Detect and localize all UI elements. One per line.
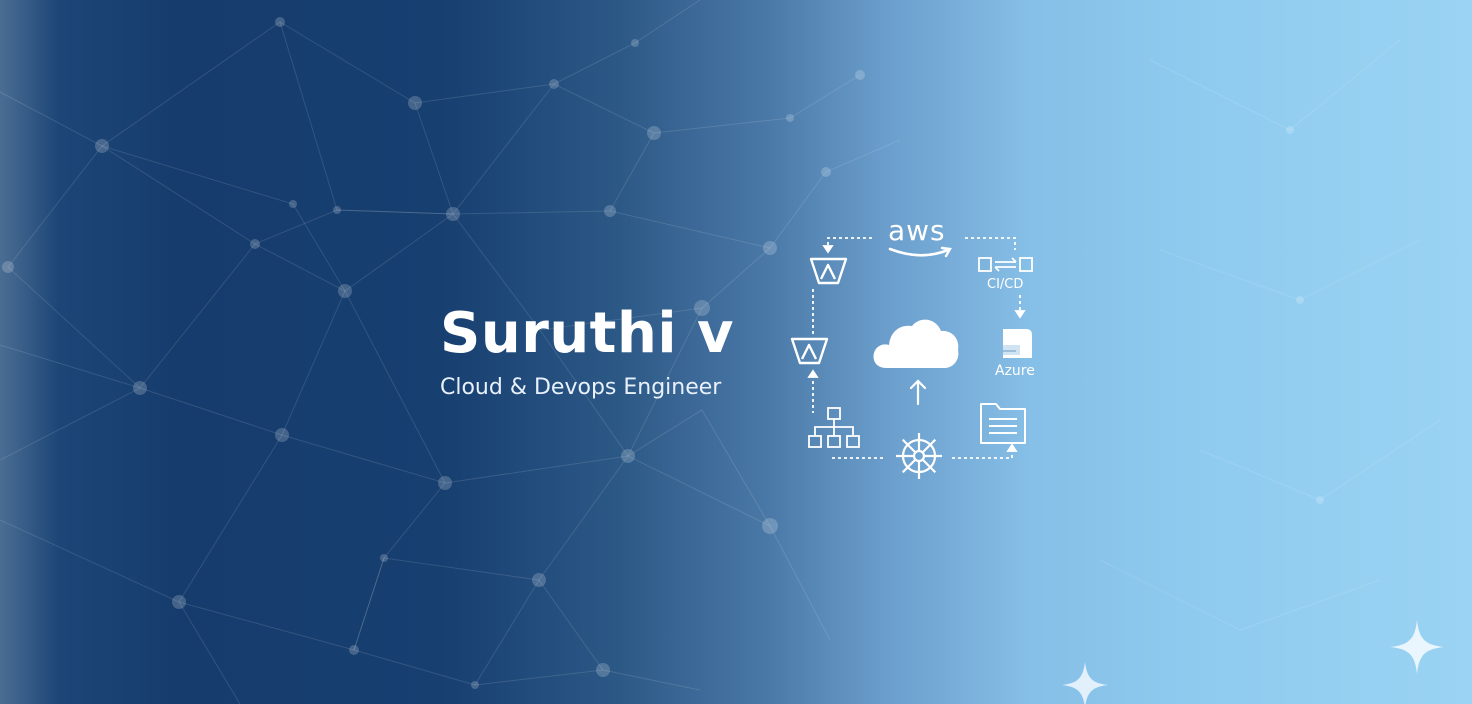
title-block: Suruthi v Cloud & Devops Engineer: [440, 300, 734, 402]
profile-role: Cloud & Devops Engineer: [440, 375, 722, 400]
terraform-icon: [790, 337, 829, 365]
profile-name: Suruthi v: [440, 301, 735, 366]
aws-logo-icon: aws: [888, 216, 946, 246]
azure-logo-icon: [1003, 329, 1032, 358]
diagram-connectors: [807, 237, 1026, 459]
cloud-icon: [873, 319, 959, 368]
pipeline-icon: [978, 257, 1033, 272]
cloud-devops-diagram: aws CI/CD: [780, 215, 1060, 485]
azure-label: Azure: [995, 363, 1035, 379]
cicd-label: CI/CD: [987, 277, 1024, 292]
sparkle-icon: [1390, 620, 1444, 674]
terraform-icon: [809, 257, 848, 285]
kubernetes-icon: [896, 433, 942, 479]
sparkle-icon: [1062, 662, 1108, 704]
aws-smile-icon: [888, 246, 952, 258]
upload-arrow-icon: [909, 379, 927, 406]
hierarchy-icon: [808, 407, 860, 448]
document-icon: [980, 403, 1026, 444]
aws-label: aws: [888, 214, 946, 247]
